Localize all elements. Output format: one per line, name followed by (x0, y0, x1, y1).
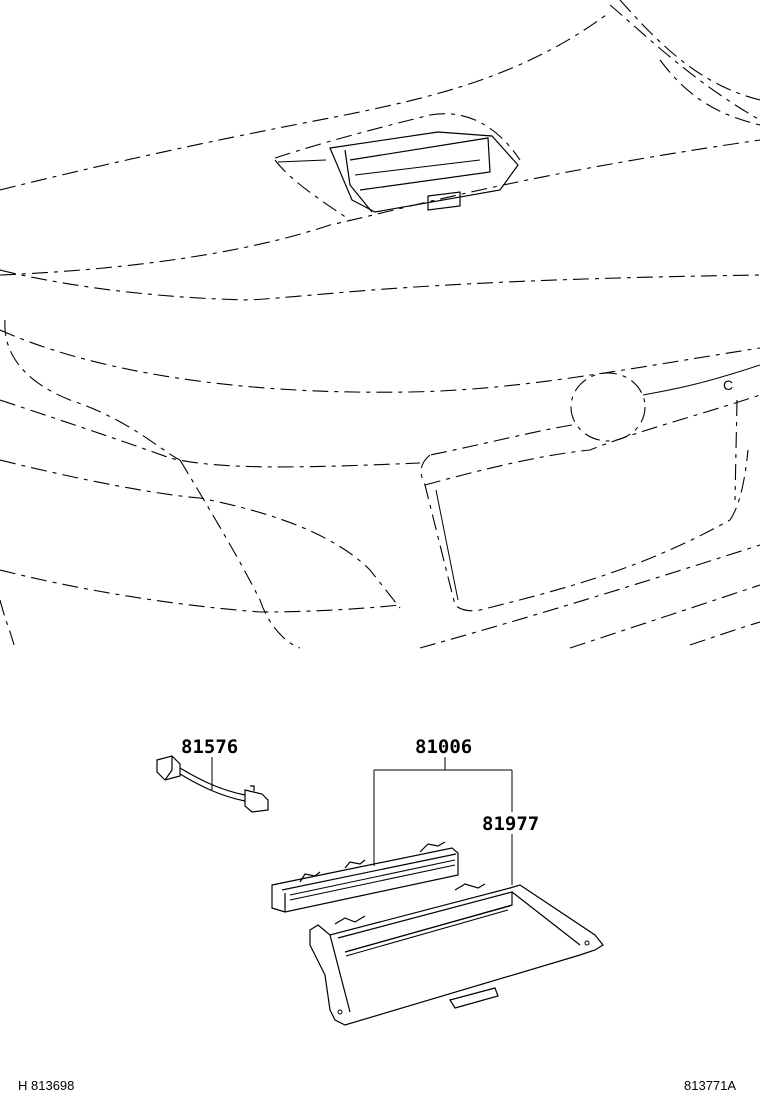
part-label-81576[interactable]: 81576 (181, 736, 239, 758)
vehicle-rear-overview (0, 0, 760, 649)
bracket-drawing (309, 883, 604, 1026)
footer-left-reference: H 813698 (18, 1078, 75, 1093)
part-81006-leader (373, 757, 513, 885)
part-81576-harness-drawing (156, 755, 269, 813)
lamp-bar-drawing (271, 841, 459, 913)
part-label-81006[interactable]: 81006 (415, 736, 473, 758)
overview-c-mark: C (723, 377, 734, 393)
footer-right-reference: 813771A (684, 1078, 737, 1093)
part-label-81977[interactable]: 81977 (482, 813, 540, 835)
